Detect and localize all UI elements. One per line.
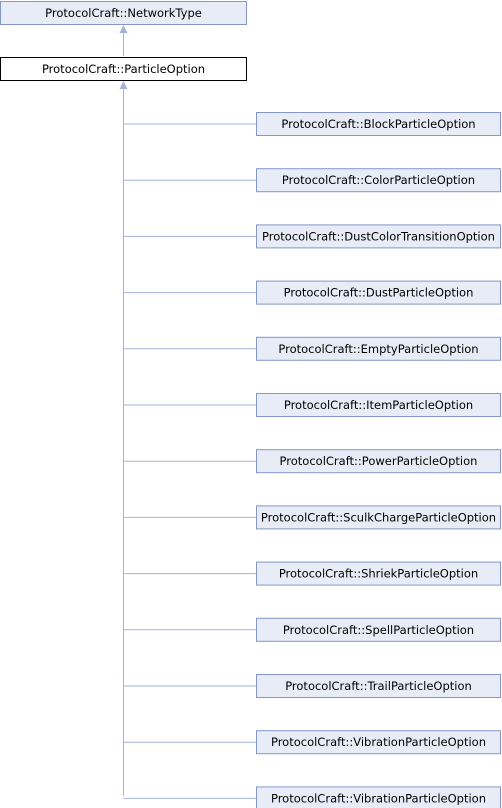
inheritance-arrow-current [119,81,128,89]
derived-class-box [256,112,501,136]
derived-class-label: ProtocolCraft::ShriekParticleOption [279,567,478,581]
derived-class-box [256,674,501,698]
derived-class-label: ProtocolCraft::TrailParticleOption [285,679,472,693]
derived-class-label: ProtocolCraft::ItemParticleOption [284,398,473,412]
derived-class-node[interactable]: ProtocolCraft::SculkChargeParticleOption [256,505,501,530]
derived-class-label: ProtocolCraft::ColorParticleOption [282,173,475,187]
derived-class-node[interactable]: ProtocolCraft::VibrationParticleOption [256,786,501,808]
current-class-box [0,57,247,81]
derived-class-label: ProtocolCraft::SpellParticleOption [283,623,474,637]
derived-class-node[interactable]: ProtocolCraft::SpellParticleOption [256,617,501,642]
derived-class-box [256,505,501,530]
derived-class-box [256,393,501,417]
derived-class-node[interactable]: ProtocolCraft::ColorParticleOption [256,168,501,193]
derived-class-node[interactable]: ProtocolCraft::EmptyParticleOption [256,336,501,361]
derived-class-label: ProtocolCraft::BlockParticleOption [281,117,475,131]
derived-class-box [256,224,501,249]
derived-class-box [256,449,501,474]
current-class-node: ProtocolCraft::ParticleOption [0,57,247,81]
base-class-node[interactable]: ProtocolCraft::NetworkType [0,1,247,25]
derived-class-box [256,786,501,808]
derived-class-box [256,336,501,361]
derived-class-node[interactable]: ProtocolCraft::DustParticleOption [256,280,501,305]
derived-class-node[interactable]: ProtocolCraft::ItemParticleOption [256,393,501,417]
derived-class-box [256,730,501,755]
current-class-label: ProtocolCraft::ParticleOption [42,62,205,76]
derived-class-label: ProtocolCraft::EmptyParticleOption [278,342,478,356]
derived-class-box [256,561,501,586]
derived-class-label: ProtocolCraft::VibrationParticleOption [271,735,486,749]
derived-class-label: ProtocolCraft::SculkChargeParticleOption [261,510,496,524]
base-class-box [0,1,247,25]
derived-class-node[interactable]: ProtocolCraft::BlockParticleOption [256,112,501,136]
derived-classes: ProtocolCraft::BlockParticleOptionProtoc… [123,112,501,808]
derived-class-box [256,617,501,642]
derived-class-label: ProtocolCraft::PowerParticleOption [280,454,478,468]
derived-class-node[interactable]: ProtocolCraft::PowerParticleOption [256,449,501,474]
derived-class-node[interactable]: ProtocolCraft::VibrationParticleOption [256,730,501,755]
inheritance-arrow-base [119,25,128,33]
derived-class-box [256,168,501,193]
derived-class-label: ProtocolCraft::DustColorTransitionOption [262,229,495,243]
derived-class-node[interactable]: ProtocolCraft::DustColorTransitionOption [256,224,501,249]
derived-class-label: ProtocolCraft::DustParticleOption [284,286,474,300]
derived-class-node[interactable]: ProtocolCraft::TrailParticleOption [256,674,501,698]
base-class-label: ProtocolCraft::NetworkType [45,6,202,20]
derived-class-node[interactable]: ProtocolCraft::ShriekParticleOption [256,561,501,586]
derived-class-box [256,280,501,305]
derived-class-label: ProtocolCraft::VibrationParticleOption [271,791,486,805]
